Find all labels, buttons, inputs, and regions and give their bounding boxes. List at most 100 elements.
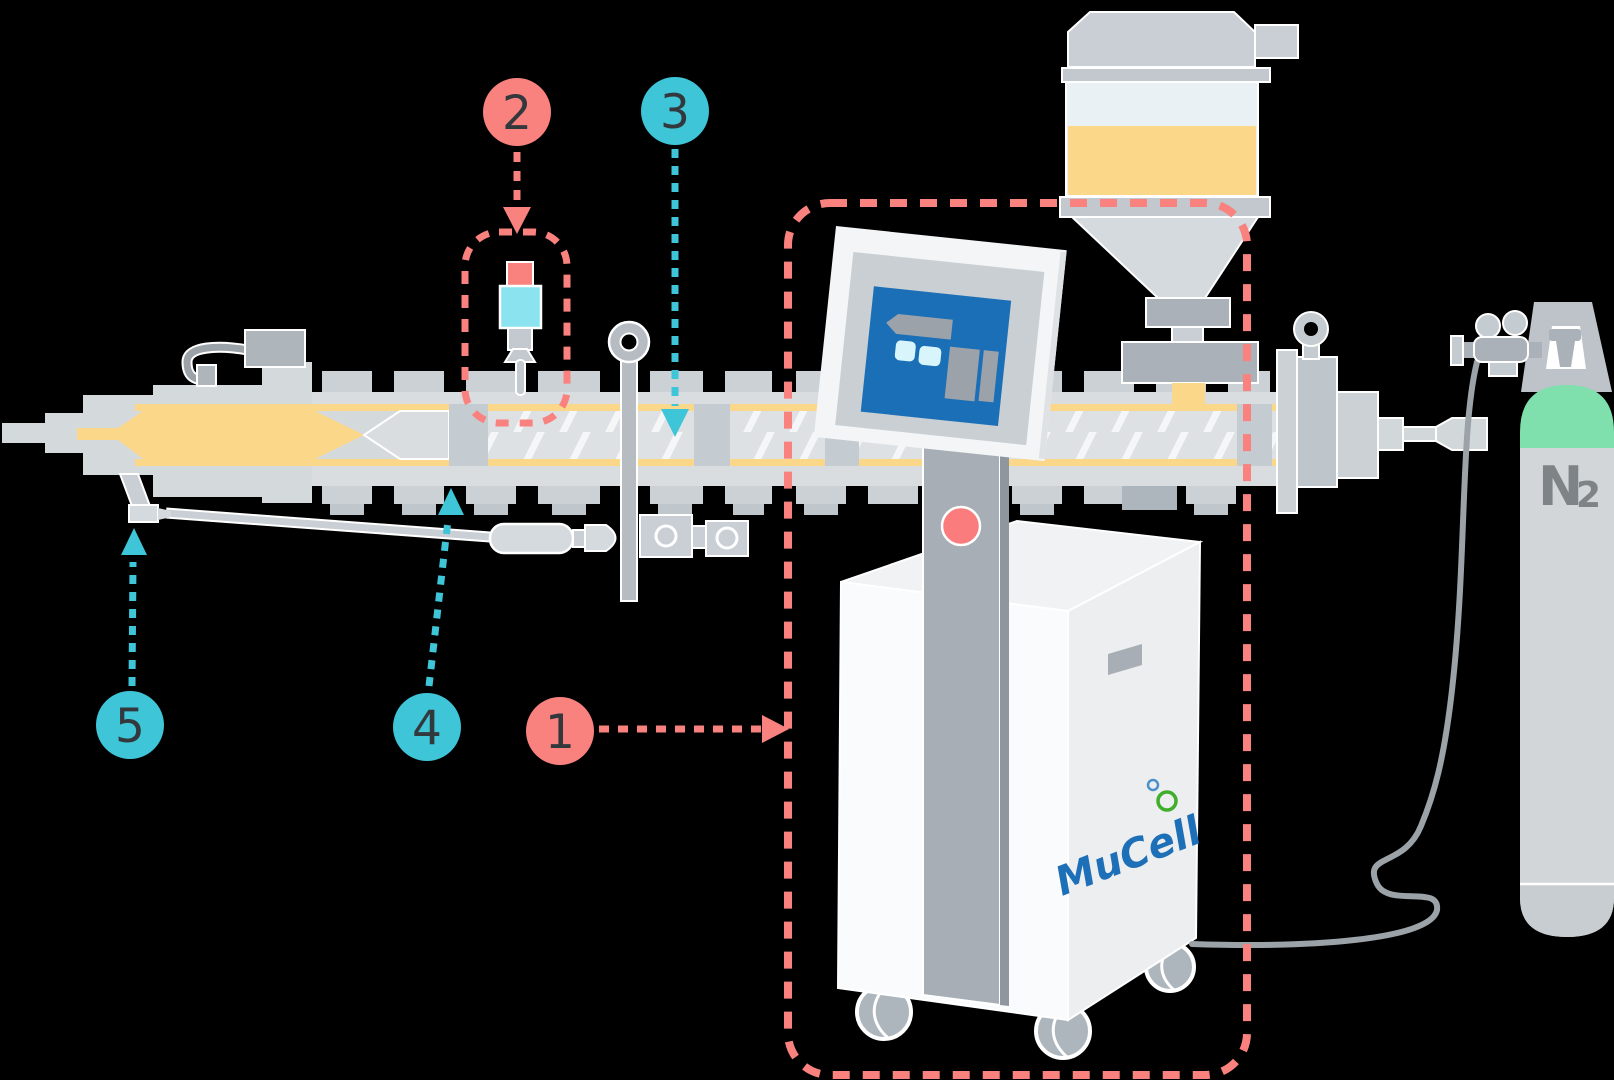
pressure-tap-strut [118, 473, 152, 507]
arrowhead-up-icon [438, 488, 464, 515]
cylinder-valve-stem [1556, 341, 1575, 367]
screen-panel [978, 350, 999, 403]
hopper-mount-block [1145, 297, 1231, 328]
callout-1[interactable]: 1 [526, 697, 594, 765]
barrel-foot [733, 504, 764, 515]
fitting-tip [158, 508, 171, 520]
shaft-coupler [1435, 417, 1488, 451]
clamp-block [725, 371, 772, 392]
mucell-sgi-dosing-unit: MuCell [836, 436, 1209, 1060]
pressure-tap-fitting [128, 504, 159, 523]
clamp-block [1012, 486, 1062, 504]
barrel-section-joint [449, 404, 488, 466]
injector-neck [507, 327, 533, 351]
clamp-block [1084, 486, 1134, 504]
regulator-body [1473, 336, 1529, 363]
hopper-funnel [1069, 216, 1260, 299]
cylinder-shoulder [1520, 385, 1614, 452]
callout-circle[interactable] [526, 697, 594, 765]
hopper-flange-top [1061, 67, 1271, 83]
arrowhead-down-icon [503, 207, 531, 234]
clamp-hole [715, 526, 739, 550]
clamp-block [538, 486, 600, 504]
callout-4[interactable]: 4 [393, 693, 461, 761]
die-pressure-line [118, 473, 749, 558]
gearbox-block [1296, 356, 1338, 488]
clamp-block [394, 486, 444, 504]
die-top-block [244, 329, 306, 368]
die-step-2 [45, 413, 83, 453]
clamp-block [466, 486, 516, 504]
regulator-knob[interactable] [1450, 335, 1464, 366]
barrel-foot [804, 504, 838, 515]
callout-3[interactable]: 3 [641, 77, 709, 145]
drive-shaft [1402, 426, 1437, 442]
injector-needle [515, 359, 526, 396]
callout-label: 1 [545, 705, 575, 760]
clamp-block-dark [1122, 486, 1177, 510]
hopper-feed-stream [1172, 383, 1205, 411]
end-plate [1276, 349, 1298, 514]
callout-5[interactable]: 5 [96, 691, 164, 759]
callout-label: 3 [660, 85, 690, 140]
shaft-hub [1377, 417, 1404, 451]
gas-injector [498, 261, 543, 396]
bearing-block [1336, 391, 1379, 479]
callout-circle[interactable] [641, 77, 709, 145]
arrowhead-up-icon [121, 528, 147, 555]
transducer-nose [584, 524, 617, 552]
regulator-outlet [1488, 361, 1518, 377]
control-monitor [813, 226, 1067, 462]
transducer-capsule [488, 522, 575, 555]
eyebolt-ring-hole [619, 332, 639, 352]
barrel-foot [1194, 504, 1228, 515]
melt-pool [118, 406, 364, 464]
die-heater-tube [183, 343, 249, 384]
logo-bubble-small-icon [1146, 778, 1160, 792]
cylinder-valve-icon[interactable] [1549, 329, 1581, 341]
hopper-throat [1171, 326, 1204, 343]
clamp-block [322, 486, 372, 504]
dosing-unit-outline [784, 199, 1251, 1079]
injector-body [498, 284, 543, 330]
barrel-foot [402, 504, 436, 515]
clamp-hole [654, 524, 678, 548]
arrow-line-5 [128, 561, 137, 687]
callout-circle[interactable] [393, 693, 461, 761]
cylinder-base [1520, 884, 1614, 937]
cylinder-label-2: 2 [1576, 475, 1601, 516]
callout-label: 5 [115, 699, 145, 754]
clamp-plate [639, 514, 693, 558]
clamp-block [650, 371, 703, 392]
emergency-stop-button[interactable] [940, 505, 982, 547]
clamp-block [796, 486, 846, 504]
clamp-link [691, 525, 707, 549]
callout-2[interactable]: 2 [483, 78, 551, 146]
clamp-block [725, 486, 772, 504]
cylinder-body [1520, 448, 1614, 937]
barrel-section-joint [694, 404, 730, 466]
barrel-bottom-band [312, 466, 1277, 486]
arrow-line-4 [425, 519, 452, 687]
screen-back-arrow-icon[interactable] [885, 313, 953, 340]
screen-button[interactable] [918, 345, 942, 367]
barrel-foot [658, 504, 692, 515]
extruder-barrel [2, 311, 1488, 515]
clamp-block [1186, 486, 1236, 504]
clamp-plate [705, 520, 749, 557]
injector-cap [506, 261, 534, 289]
capillary-tube [165, 509, 491, 541]
hopper-cap-port [1254, 24, 1299, 59]
hopper-pellets [1068, 126, 1256, 195]
logo-bubble-large-icon [1156, 790, 1178, 812]
callout-label: 4 [412, 701, 442, 756]
arrowhead-down-icon [661, 409, 689, 437]
clamp-block [322, 371, 372, 392]
callout-circle[interactable] [96, 691, 164, 759]
annotations: 2 3 5 4 1 [96, 77, 1251, 1079]
callout-circle[interactable] [483, 78, 551, 146]
screen-button[interactable] [894, 340, 916, 362]
eyebolt-hole [1304, 322, 1318, 336]
barrel-foot [330, 504, 364, 515]
